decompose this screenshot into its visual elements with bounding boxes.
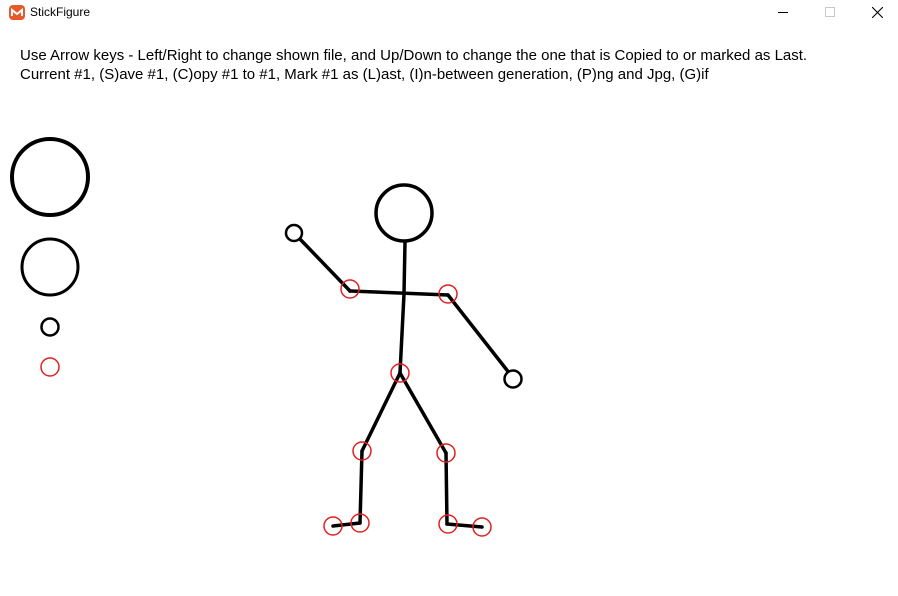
minimize-button[interactable] [760, 0, 806, 24]
joint-handle-sample-icon[interactable] [40, 357, 60, 377]
right-shin [444, 451, 449, 526]
minimize-icon [778, 12, 788, 13]
head-circle[interactable] [374, 183, 434, 243]
instructions-text: Use Arrow keys - Left/Right to change sh… [20, 46, 807, 84]
right-hand-circle[interactable] [503, 369, 523, 389]
joint-handle-left-knee[interactable] [352, 441, 372, 461]
joint-handle-left-ankle[interactable] [350, 513, 370, 533]
joint-handle-right-ankle[interactable] [438, 514, 458, 534]
instructions-line-1: Use Arrow keys - Left/Right to change sh… [20, 47, 808, 64]
maximize-icon [825, 7, 835, 17]
neck-line [402, 240, 407, 296]
joint-handle-left-shoulder[interactable] [340, 279, 360, 299]
left-hand-circle[interactable] [284, 223, 304, 243]
left-shin [358, 449, 364, 525]
monogame-logo-icon [9, 5, 25, 20]
brush-size-medium-icon[interactable] [20, 237, 80, 297]
stick-figure [296, 235, 512, 529]
brush-size-large-icon[interactable] [10, 137, 90, 217]
right-foot [445, 522, 484, 529]
window-title: StickFigure [30, 5, 91, 19]
close-icon [871, 6, 883, 18]
right-arm [446, 293, 512, 376]
joint-handle-left-toe[interactable] [323, 516, 343, 536]
left-foot [331, 521, 362, 528]
shoulder-line [348, 289, 450, 297]
title-bar[interactable]: StickFigure [0, 0, 898, 24]
instructions-line-2: Current #1, (S)ave #1, (C)opy #1 to #1, … [20, 66, 709, 83]
joint-handle-right-toe[interactable] [472, 517, 492, 537]
torso-line [398, 292, 406, 375]
joint-handle-hip[interactable] [390, 363, 410, 383]
left-upper-arm [296, 235, 352, 293]
brush-size-small-icon[interactable] [40, 317, 60, 337]
joint-handle-right-shoulder[interactable] [438, 284, 458, 304]
maximize-button[interactable] [807, 0, 853, 24]
joint-handle-right-knee[interactable] [436, 443, 456, 463]
left-thigh [360, 371, 402, 453]
close-button[interactable] [854, 0, 898, 24]
right-thigh [398, 371, 448, 455]
